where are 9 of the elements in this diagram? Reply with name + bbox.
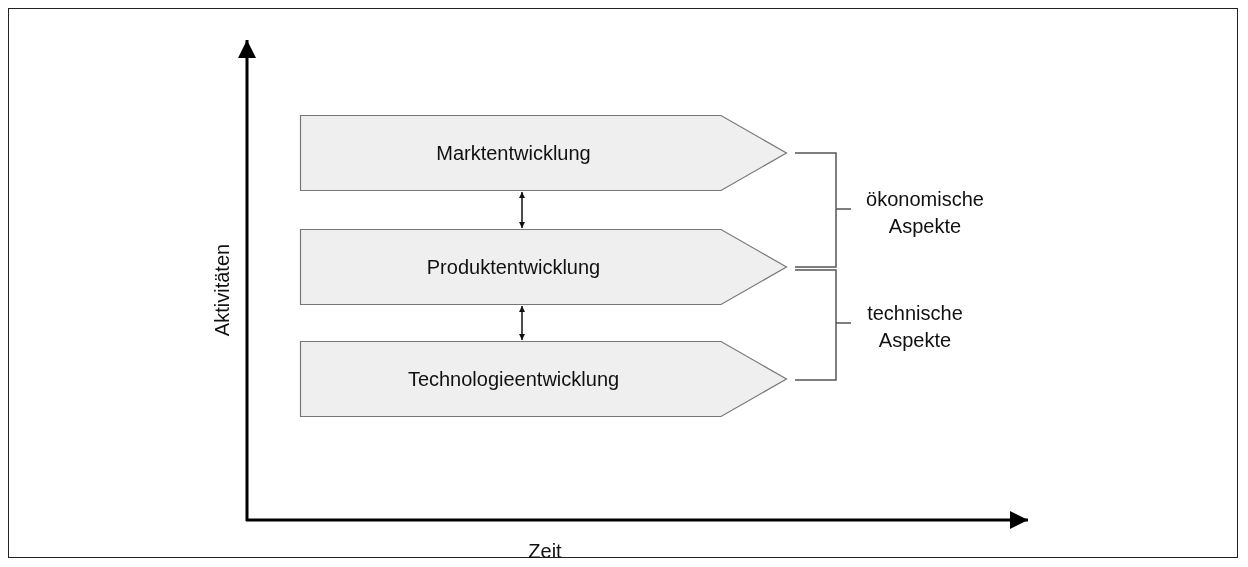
double-arrow	[519, 305, 525, 341]
bracket-label: technische Aspekte	[866, 301, 964, 353]
axis-label: Zeit	[527, 539, 563, 564]
node-label: Produktentwicklung	[426, 255, 602, 279]
node-label: Technologieentwicklung	[407, 367, 621, 391]
bracket-label: ökonomische Aspekte	[865, 187, 985, 239]
axis-label: Aktivitäten	[209, 243, 234, 337]
node-label: Marktentwicklung	[436, 141, 592, 165]
double-arrow	[519, 191, 525, 229]
